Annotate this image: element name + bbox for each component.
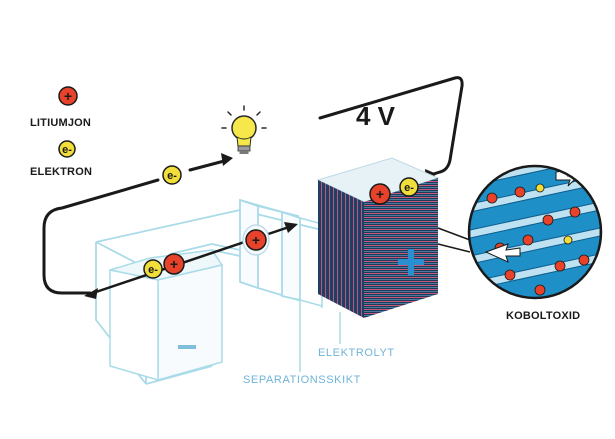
ion-in-separator: + — [245, 229, 267, 251]
legend-electron-icon: e- — [58, 140, 76, 158]
voltage-label: 4 V — [356, 101, 396, 131]
label-pointers — [299, 300, 341, 372]
ion-at-cathode: + — [369, 183, 391, 205]
external-circuit-wire — [42, 76, 464, 295]
svg-text:+: + — [64, 88, 72, 104]
legend-ion-icon: + — [58, 86, 78, 106]
anode-block — [109, 249, 224, 381]
svg-text:e-: e- — [62, 144, 72, 156]
svg-text:e-: e- — [148, 264, 158, 276]
electron-on-wire: e- — [162, 165, 182, 185]
wire-arrow-to-bulb — [221, 153, 233, 166]
electron-at-cathode: e- — [399, 177, 419, 197]
zoom-connector — [437, 227, 471, 253]
svg-text:e-: e- — [167, 170, 177, 182]
svg-text:e-: e- — [404, 182, 414, 194]
svg-text:+: + — [170, 256, 178, 272]
legend-ion-label: LITIUMJON — [30, 117, 91, 129]
negative-terminal — [178, 345, 196, 349]
svg-text:+: + — [376, 186, 384, 202]
arrow-right-head — [284, 222, 298, 233]
positive-terminal-icon — [398, 249, 424, 275]
legend-electron-label: ELEKTRON — [30, 166, 92, 178]
svg-text:+: + — [252, 232, 260, 248]
electrolyte-label: ELEKTROLYT — [318, 347, 395, 359]
zoom-cobalt-oxide — [467, 164, 603, 300]
ion-at-anode: + — [163, 253, 185, 275]
arrow-left-head — [84, 288, 98, 299]
cathode-stack — [316, 157, 440, 318]
separator-label: SEPARATIONSSKIKT — [243, 374, 361, 386]
electron-at-anode: e- — [143, 259, 163, 279]
cathode-label: KOBOLTOXID — [506, 310, 580, 322]
light-bulb-icon — [221, 105, 267, 154]
